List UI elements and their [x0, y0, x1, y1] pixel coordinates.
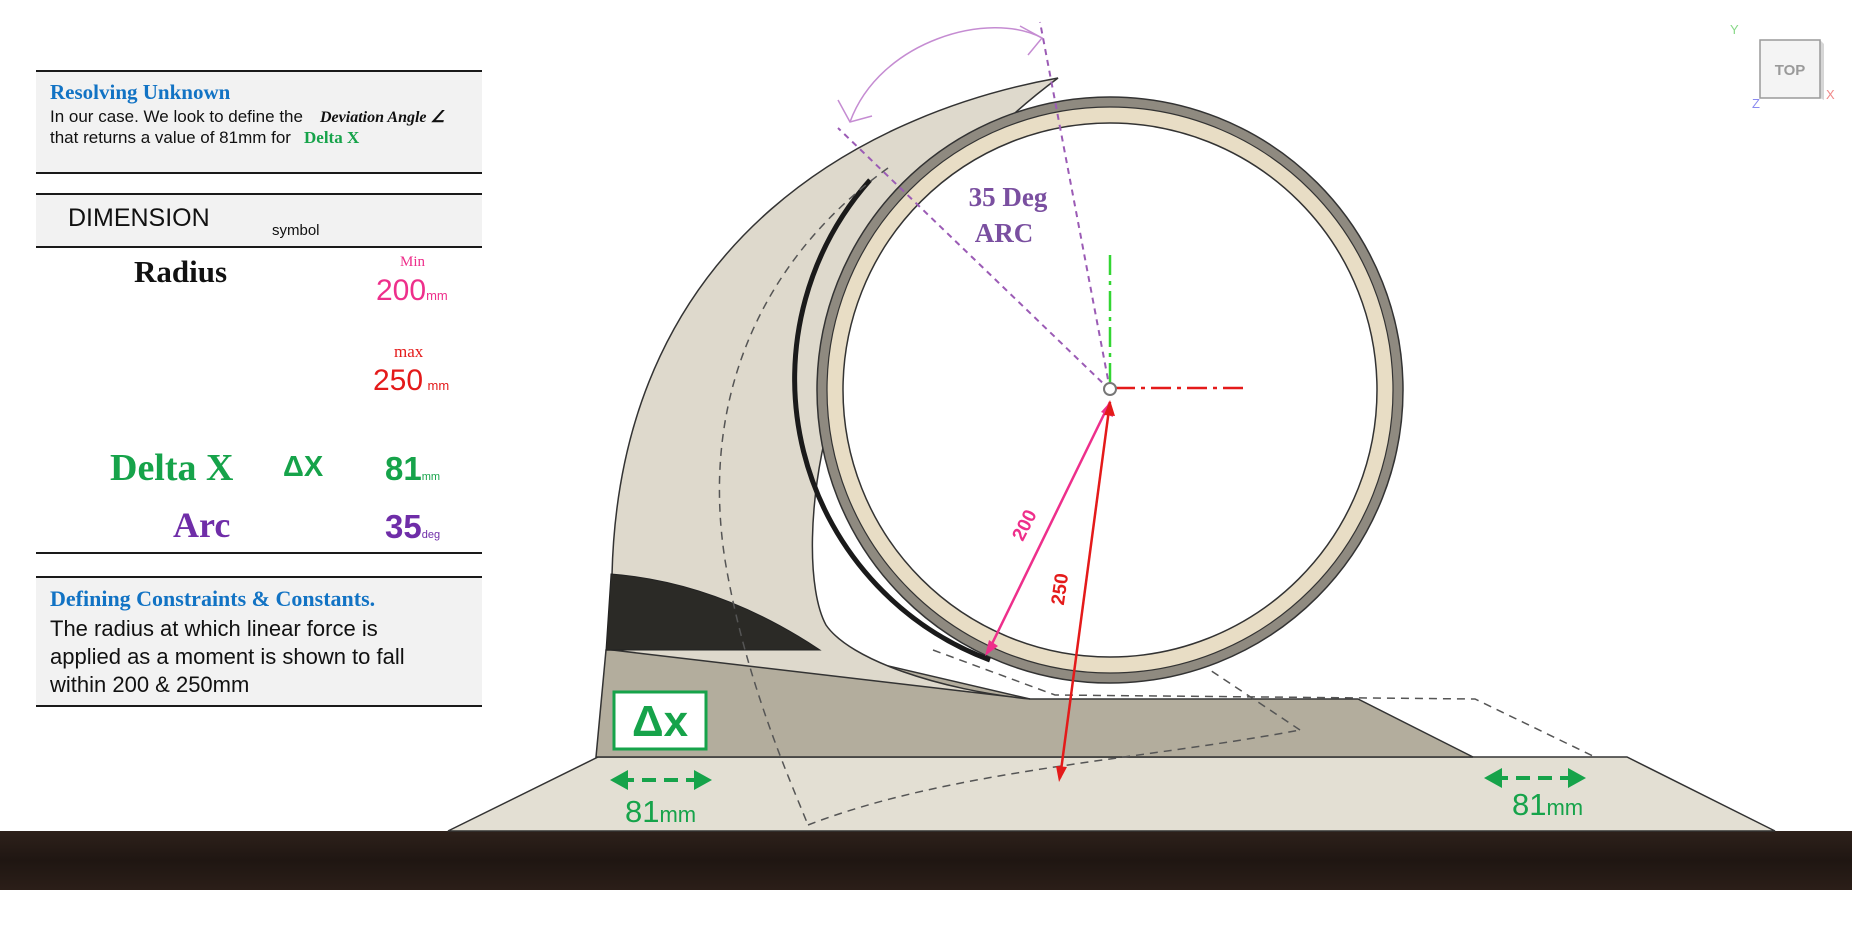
constraints-line1: The radius at which linear force is — [50, 616, 378, 641]
radius-max-label: max — [394, 342, 424, 361]
radius-min-value: 200mm — [376, 274, 448, 308]
radius-max-value: 250 mm — [373, 364, 449, 398]
radius-min-unit: mm — [426, 288, 448, 303]
left-delta-arrow — [610, 770, 712, 790]
right-dim-unit: mm — [1546, 795, 1583, 820]
arc-unit: deg — [421, 529, 441, 541]
floor-surface — [0, 831, 1852, 890]
radius-min-number: 200 — [376, 274, 427, 307]
delta-x-symbol: ΔX — [283, 451, 324, 483]
base-plate — [447, 756, 1776, 832]
delta-x-unit: mm — [421, 471, 441, 483]
constraints-line3: within 200 & 250mm — [50, 672, 250, 697]
swing-arc — [837, 25, 1044, 123]
wheel-shadow-arc — [792, 178, 991, 663]
resolving-line1: In our case. We look to define the — [50, 107, 303, 126]
radius-max-unit: mm — [427, 378, 450, 393]
constraints-line2: applied as a moment is shown to fall — [50, 644, 405, 669]
deviation-angle-label: Deviation Angle ∠ — [320, 109, 445, 126]
resolving-top-rule — [36, 70, 482, 72]
right-dim-value: 81mm — [1512, 787, 1583, 822]
pivot-point — [1103, 382, 1117, 396]
constraints-bottom-rule — [36, 705, 482, 707]
resolving-line2: that returns a value of 81mm for — [50, 128, 291, 147]
symbol-header: symbol — [272, 222, 320, 239]
radius-label: Radius — [134, 254, 228, 289]
max-radius-label: 250 — [1048, 572, 1073, 606]
arc-label: Arc — [173, 505, 231, 545]
delta-x-reference: Delta X — [304, 128, 360, 147]
arc-rays — [837, 21, 1111, 391]
dimension-bottom-rule — [36, 552, 482, 554]
hidden-edges — [718, 167, 1596, 826]
max-radius-arrowhead — [1104, 400, 1115, 416]
dimension-header-rule — [36, 246, 482, 248]
radius-max-number: 250 — [373, 364, 424, 397]
view-cube-face-label: TOP — [1775, 62, 1806, 79]
view-cube[interactable]: TOP Y X Z — [1730, 22, 1835, 111]
dimension-top-rule — [36, 193, 482, 195]
view-cube-face[interactable] — [1759, 39, 1821, 99]
arc-number: 35 — [385, 508, 422, 545]
arc-value: 35deg — [385, 508, 440, 546]
axis-y-label: Y — [1730, 22, 1739, 37]
arc-label-line1: 35 Deg — [969, 182, 1048, 212]
right-delta-arrow — [1484, 768, 1586, 788]
dimension-header: DIMENSION — [68, 204, 210, 232]
max-radius-arrowtail — [1056, 766, 1067, 782]
resolving-panel — [36, 71, 482, 172]
dimension-header-panel — [36, 195, 482, 247]
delta-x-number: 81 — [385, 450, 422, 487]
resolving-title: Resolving Unknown — [50, 80, 231, 104]
arc-label-line2: ARC — [975, 218, 1034, 248]
arm-foot — [605, 573, 822, 651]
axis-z-label: Z — [1752, 96, 1760, 111]
max-radius-line — [1058, 401, 1112, 779]
radius-min-label: Min — [400, 254, 426, 270]
left-dim-unit: mm — [659, 802, 696, 827]
left-dim-value: 81mm — [625, 794, 696, 829]
axis-x-label: X — [1826, 87, 1835, 102]
left-dim-number: 81 — [625, 794, 659, 829]
delta-x-label: Delta X — [110, 447, 234, 489]
delta-x-value: 81mm — [385, 450, 440, 488]
constraints-title: Defining Constraints & Constants. — [50, 586, 376, 611]
right-dim-number: 81 — [1512, 787, 1546, 822]
min-radius-line — [986, 401, 1112, 653]
min-radius-arrowtail — [985, 640, 998, 656]
constraints-top-rule — [36, 576, 482, 578]
delta-box-label: Δx — [632, 697, 689, 746]
resolving-bottom-rule — [36, 172, 482, 174]
constraints-panel — [36, 578, 482, 706]
delta-box — [612, 690, 708, 751]
